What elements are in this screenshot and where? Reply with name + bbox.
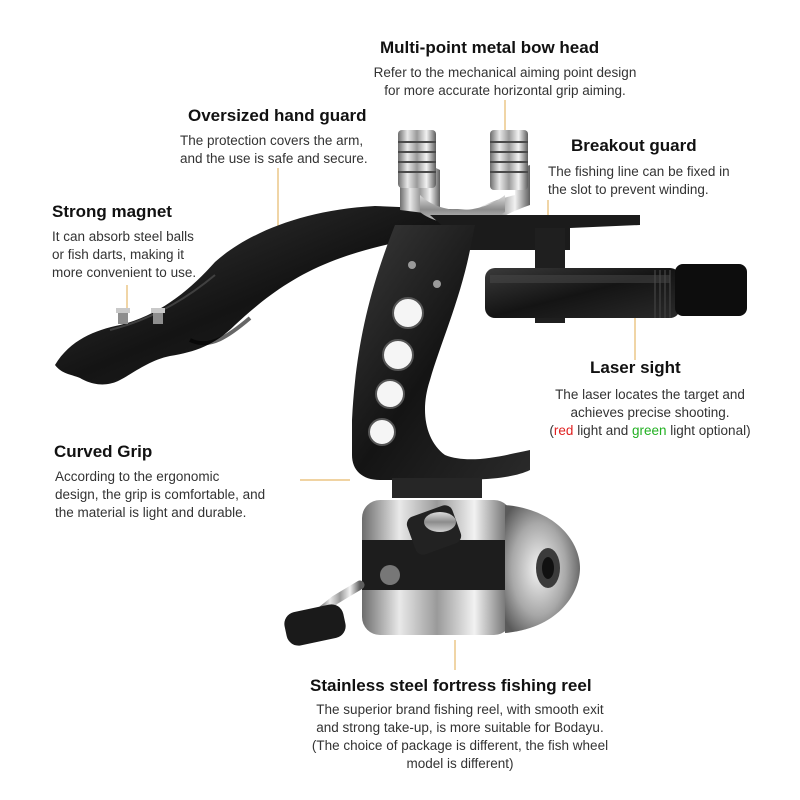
hand-guard-title: Oversized hand guard [188, 106, 367, 125]
description-line: model is different) [406, 756, 514, 771]
description-line: The superior brand fishing reel, with sm… [316, 702, 604, 717]
curved-grip [352, 225, 530, 480]
description-line: The fishing line can be fixed in [548, 164, 730, 179]
option-ending: light optional) [666, 423, 751, 438]
description-line: The laser locates the target and [555, 387, 745, 402]
description-line: and the use is safe and secure. [180, 151, 368, 166]
curved-grip-title: Curved Grip [54, 442, 153, 461]
laser-sight-title: Laser sight [590, 358, 681, 377]
description-line: more convenient to use. [52, 265, 197, 280]
option-joiner: light and [573, 423, 632, 438]
breakout-guard-title: Breakout guard [571, 136, 697, 155]
description-line: the slot to prevent winding. [548, 182, 709, 197]
red-option: red [553, 423, 574, 438]
description-line: According to the ergonomic [55, 469, 220, 484]
description-line: the material is light and durable. [55, 505, 247, 520]
green-option: green [631, 423, 667, 438]
breakout-guard-description: The fishing line can be fixed in the slo… [548, 163, 730, 199]
description-line: Refer to the mechanical aiming point des… [373, 65, 637, 80]
description-line: design, the grip is comfortable, and [55, 487, 266, 502]
description-line: for more accurate horizontal grip aiming… [384, 83, 626, 98]
fishing-reel-title: Stainless steel fortress fishing reel [310, 676, 592, 695]
grip-holes [368, 297, 424, 446]
curved-grip-description: According to the ergonomic design, the g… [55, 468, 265, 522]
bow-head-title: Multi-point metal bow head [380, 38, 600, 57]
description-line: achieves precise shooting. [570, 405, 730, 420]
magnet-description: It can absorb steel balls or fish darts,… [52, 228, 196, 282]
fishing-reel [284, 500, 580, 646]
magnet-studs [116, 308, 165, 324]
reel-foot [392, 478, 482, 498]
hand-guard [55, 206, 470, 385]
fishing-reel-description: The superior brand fishing reel, with sm… [285, 701, 635, 773]
description-line: (The choice of package is different, the… [311, 738, 609, 753]
paren-open: ( [549, 423, 554, 438]
magnet-title: Strong magnet [52, 202, 172, 221]
laser-color-options: (red light and green light optional) [530, 422, 770, 440]
description-line: and strong take-up, is more suitable for… [316, 720, 604, 735]
hand-guard-description: The protection covers the arm, and the u… [180, 132, 368, 168]
description-line: or fish darts, making it [52, 247, 185, 262]
description-line: The protection covers the arm, [180, 133, 364, 148]
laser-sight-description: The laser locates the target and achieve… [530, 386, 770, 440]
bow-head-description: Refer to the mechanical aiming point des… [350, 64, 660, 100]
description-line: It can absorb steel balls [52, 229, 194, 244]
laser-sight [485, 228, 747, 323]
